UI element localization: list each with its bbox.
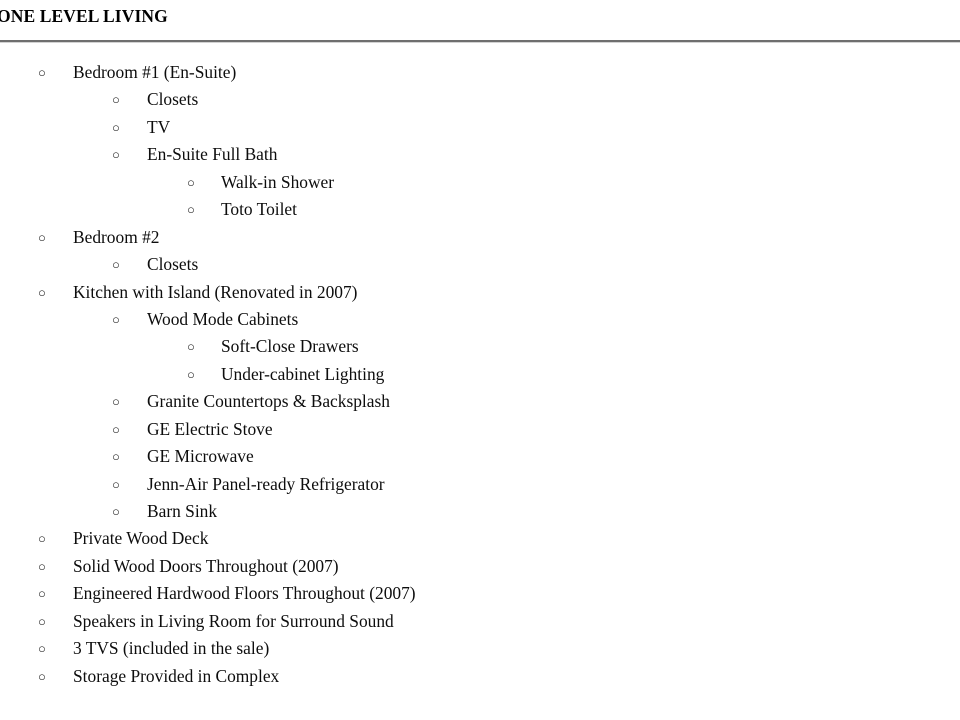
list-item: ○ Jenn-Air Panel-ready Refrigerator bbox=[0, 471, 960, 498]
list-item: ○ Private Wood Deck bbox=[0, 525, 960, 552]
list-item: ○ Speakers in Living Room for Surround So… bbox=[0, 608, 960, 635]
list-item-label: Bedroom #2 bbox=[73, 226, 160, 247]
list-item-label: 3 TVS (included in the sale) bbox=[73, 638, 270, 659]
bullet-circle-icon: ○ bbox=[112, 394, 120, 410]
list-item-label: GE Microwave bbox=[147, 446, 254, 467]
list-item: ○ En-Suite Full Bath bbox=[0, 141, 960, 168]
list-item: ○ Storage Provided in Complex bbox=[0, 663, 960, 690]
divider-light-line bbox=[0, 42, 960, 43]
list-item-label: Bedroom #1 (En-Suite) bbox=[73, 62, 237, 82]
list-item-label: Barn Sink bbox=[147, 501, 218, 521]
bullet-circle-icon: ○ bbox=[38, 65, 46, 80]
bullet-circle-icon: ○ bbox=[38, 229, 46, 245]
list-item-label: Private Wood Deck bbox=[73, 528, 209, 549]
list-item: ○ Closets bbox=[0, 86, 960, 113]
list-item-label: Granite Countertops & Backsplash bbox=[147, 391, 390, 412]
list-item: ○ Soft-Close Drawers bbox=[0, 333, 960, 360]
bullet-circle-icon: ○ bbox=[38, 668, 46, 684]
list-item: ○ Bedroom #2 bbox=[0, 224, 960, 251]
list-item: ○ Kitchen with Island (Renovated in 2007) bbox=[0, 279, 960, 306]
bullet-circle-icon: ○ bbox=[187, 339, 195, 355]
list-item: ○ Barn Sink bbox=[0, 498, 960, 525]
header-divider bbox=[0, 40, 960, 43]
bullet-circle-icon: ○ bbox=[112, 449, 120, 465]
list-item-label: Wood Mode Cabinets bbox=[147, 308, 299, 329]
list-item: ○ GE Microwave bbox=[0, 443, 960, 470]
list-item-label: Soft-Close Drawers bbox=[221, 336, 359, 357]
list-item: ○ 3 TVS (included in the sale) bbox=[0, 635, 960, 662]
list-item-label: Storage Provided in Complex bbox=[73, 665, 280, 686]
feature-outline-list: ○ Bedroom #1 (En-Suite) ○ Closets ○ TV ○ En-Sui… bbox=[0, 59, 960, 690]
list-item: ○ TV bbox=[0, 114, 960, 141]
list-item: ○ Granite Countertops & Backsplash bbox=[0, 388, 960, 415]
list-item-label: Speakers in Living Room for Surround Sou… bbox=[73, 610, 394, 631]
list-item-label: Engineered Hardwood Floors Throughout (2… bbox=[73, 583, 416, 604]
bullet-circle-icon: ○ bbox=[112, 311, 120, 327]
list-item-label: GE Electric Stove bbox=[147, 418, 273, 439]
list-item: ○ Walk-in Shower bbox=[0, 169, 960, 196]
list-item: ○ Engineered Hardwood Floors Throughout (… bbox=[0, 580, 960, 607]
bullet-circle-icon: ○ bbox=[38, 531, 46, 547]
list-item: ○ Toto Toilet bbox=[0, 196, 960, 223]
list-item-label: Jenn-Air Panel-ready Refrigerator bbox=[147, 473, 385, 494]
bullet-circle-icon: ○ bbox=[38, 613, 46, 629]
bullet-circle-icon: ○ bbox=[187, 366, 195, 382]
list-item: ○ Closets bbox=[0, 251, 960, 278]
list-item-label: Toto Toilet bbox=[221, 199, 297, 220]
bullet-circle-icon: ○ bbox=[187, 174, 195, 190]
list-item-label: En-Suite Full Bath bbox=[147, 144, 278, 165]
list-item: ○ GE Electric Stove bbox=[0, 416, 960, 443]
list-item-label: Closets bbox=[147, 254, 199, 275]
bullet-circle-icon: ○ bbox=[112, 257, 120, 273]
bullet-circle-icon: ○ bbox=[112, 504, 120, 519]
bullet-circle-icon: ○ bbox=[112, 476, 120, 492]
list-item: ○ Solid Wood Doors Throughout (2007) bbox=[0, 553, 960, 580]
list-item: ○ Wood Mode Cabinets bbox=[0, 306, 960, 333]
bullet-circle-icon: ○ bbox=[38, 558, 46, 574]
bullet-circle-icon: ○ bbox=[38, 586, 46, 602]
list-item-label: Solid Wood Doors Throughout (2007) bbox=[73, 555, 339, 576]
bullet-circle-icon: ○ bbox=[112, 119, 120, 135]
bullet-circle-icon: ○ bbox=[112, 147, 120, 163]
list-item-label: Closets bbox=[147, 89, 199, 110]
bullet-circle-icon: ○ bbox=[187, 202, 195, 218]
bullet-circle-icon: ○ bbox=[112, 92, 120, 108]
list-item-label: TV bbox=[147, 116, 171, 137]
bullet-circle-icon: ○ bbox=[112, 421, 120, 437]
bullet-circle-icon: ○ bbox=[38, 284, 46, 300]
list-item-label: Kitchen with Island (Renovated in 2007) bbox=[73, 281, 358, 302]
list-item: ○ Under-cabinet Lighting bbox=[0, 361, 960, 388]
bullet-circle-icon: ○ bbox=[38, 641, 46, 657]
page-title: ONE LEVEL LIVING bbox=[0, 6, 168, 26]
divider-dark-line bbox=[0, 40, 960, 42]
list-item-label: Walk-in Shower bbox=[221, 171, 335, 192]
list-item-label: Under-cabinet Lighting bbox=[221, 363, 385, 384]
list-item: ○ Bedroom #1 (En-Suite) bbox=[0, 59, 960, 86]
